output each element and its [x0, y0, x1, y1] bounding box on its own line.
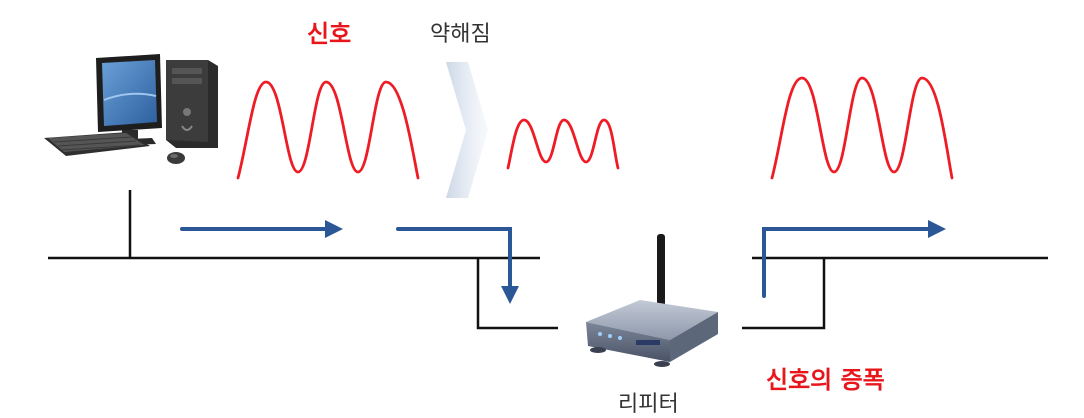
repeater-to-bus-line [742, 258, 826, 330]
wireless-router-icon [586, 234, 718, 367]
desktop-computer-icon [44, 54, 218, 164]
arrow-down-to-repeater [396, 227, 519, 304]
bus-to-repeater-line [476, 258, 558, 330]
arrow-right-1 [180, 220, 343, 238]
attenuation-label: 약해짐 [430, 22, 491, 47]
signal-flow-arrows [180, 220, 946, 304]
amplified-signal-wave [770, 76, 954, 180]
chevron-fade-icon [446, 62, 488, 198]
arrow-up-and-right [762, 220, 946, 298]
signal-label: 신호 [307, 20, 352, 48]
amplification-label: 신호의 증폭 [766, 366, 885, 394]
weak-signal-wave [506, 118, 620, 170]
network-bus [48, 190, 1048, 330]
repeater-label: 리피터 [618, 392, 679, 417]
strong-signal-wave [236, 80, 420, 180]
signal-waves [236, 76, 954, 180]
